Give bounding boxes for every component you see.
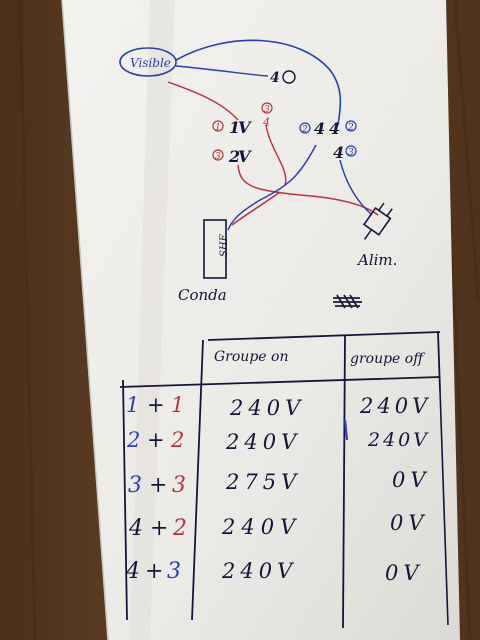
table-vline-1 [122, 379, 128, 621]
paper-crease [61, 0, 109, 640]
table-row: 1 + 1 240V 240V [126, 393, 431, 420]
top-right-terminal-circle [282, 70, 296, 84]
svg-text:4: 4 [314, 119, 325, 138]
svg-text:+: + [150, 516, 168, 541]
svg-text:4: 4 [262, 116, 270, 129]
voltage-table: Groupe on groupe off 1 + 1 240V 240V 2 +… [119, 331, 449, 629]
svg-text:3: 3 [264, 105, 270, 115]
table-vline-5 [439, 389, 449, 626]
svg-text:1: 1 [171, 393, 184, 417]
svg-text:4: 4 [128, 516, 143, 541]
wiring-diagram: Visible 4 1 1 V 3 2 V 3 4 2 [119, 39, 397, 309]
table-vline-3 [342, 334, 346, 629]
svg-text:1: 1 [126, 393, 139, 417]
blue-wire-side [175, 65, 269, 77]
svg-text:4: 4 [333, 143, 344, 162]
table-hline-header [119, 376, 441, 388]
table-row: 4 + 2 240V 0V [128, 511, 429, 541]
svg-text:240V: 240V [221, 559, 297, 583]
table-hline-top [207, 331, 441, 341]
svg-text:+: + [149, 473, 167, 498]
svg-text:V: V [238, 147, 252, 166]
plug-label: Alim. [356, 251, 397, 269]
svg-text:240V: 240V [229, 396, 305, 420]
top-right-terminal: 4 [270, 70, 280, 86]
table-row: 4 + 3 240V 0V [125, 559, 424, 585]
svg-text:2: 2 [301, 125, 308, 135]
svg-text:275V: 275V [225, 470, 301, 494]
left-terminals: 1 1 V 3 2 V [212, 118, 252, 166]
scribble-mark [333, 294, 362, 309]
component-label: Conda [178, 286, 227, 304]
red-wire-middle [265, 124, 287, 186]
svg-text:240V: 240V [221, 515, 301, 539]
table-row: 3 + 3 275V 0V [128, 468, 431, 498]
svg-text:1: 1 [215, 123, 221, 133]
svg-text:240V: 240V [367, 429, 430, 451]
blue-wire-top [175, 39, 342, 126]
svg-text:V: V [238, 118, 252, 137]
svg-text:4: 4 [125, 559, 140, 584]
plug-icon [362, 202, 393, 240]
component-box-text: SHF [219, 233, 230, 257]
svg-text:+: + [145, 559, 163, 584]
svg-text:3: 3 [348, 148, 354, 158]
table-vline-4 [437, 331, 441, 391]
svg-text:0V: 0V [392, 468, 431, 492]
svg-text:2: 2 [228, 147, 240, 166]
svg-text:3: 3 [215, 152, 221, 162]
table-vline-2 [191, 339, 204, 621]
svg-text:240V: 240V [359, 394, 431, 418]
svg-text:3: 3 [128, 473, 142, 498]
blue-wire-right [227, 144, 317, 231]
svg-text:2: 2 [170, 428, 184, 452]
header-groupe-off: groupe off [350, 351, 425, 367]
table-row: 2 + 2 240V 240V [126, 428, 430, 454]
svg-text:0V: 0V [385, 561, 424, 585]
svg-text:3: 3 [167, 559, 181, 584]
paper-fold-shadow [130, 0, 175, 640]
svg-text:0V: 0V [390, 511, 429, 535]
component-box [203, 219, 227, 279]
red-wire-upper [167, 81, 239, 121]
visible-label: Visible [130, 56, 171, 70]
red-wire-condo [231, 191, 281, 226]
paper-sheet [62, 0, 460, 640]
svg-text:2: 2 [126, 428, 140, 452]
svg-text:2: 2 [172, 516, 187, 541]
visible-label-oval [119, 47, 177, 77]
svg-text:4: 4 [329, 119, 340, 138]
svg-text:+: + [147, 428, 165, 452]
svg-text:1: 1 [229, 118, 240, 137]
table-vline-right-extra [343, 419, 349, 441]
middle-terminals: 3 4 [261, 102, 273, 129]
svg-text:240V: 240V [225, 430, 301, 454]
svg-text:+: + [147, 393, 165, 417]
right-terminals: 2 4 4 2 4 3 [299, 119, 357, 162]
svg-text:3: 3 [172, 473, 186, 498]
header-groupe-on: Groupe on [214, 349, 288, 365]
svg-text:2: 2 [347, 123, 354, 133]
blue-wire-plug [339, 159, 373, 216]
